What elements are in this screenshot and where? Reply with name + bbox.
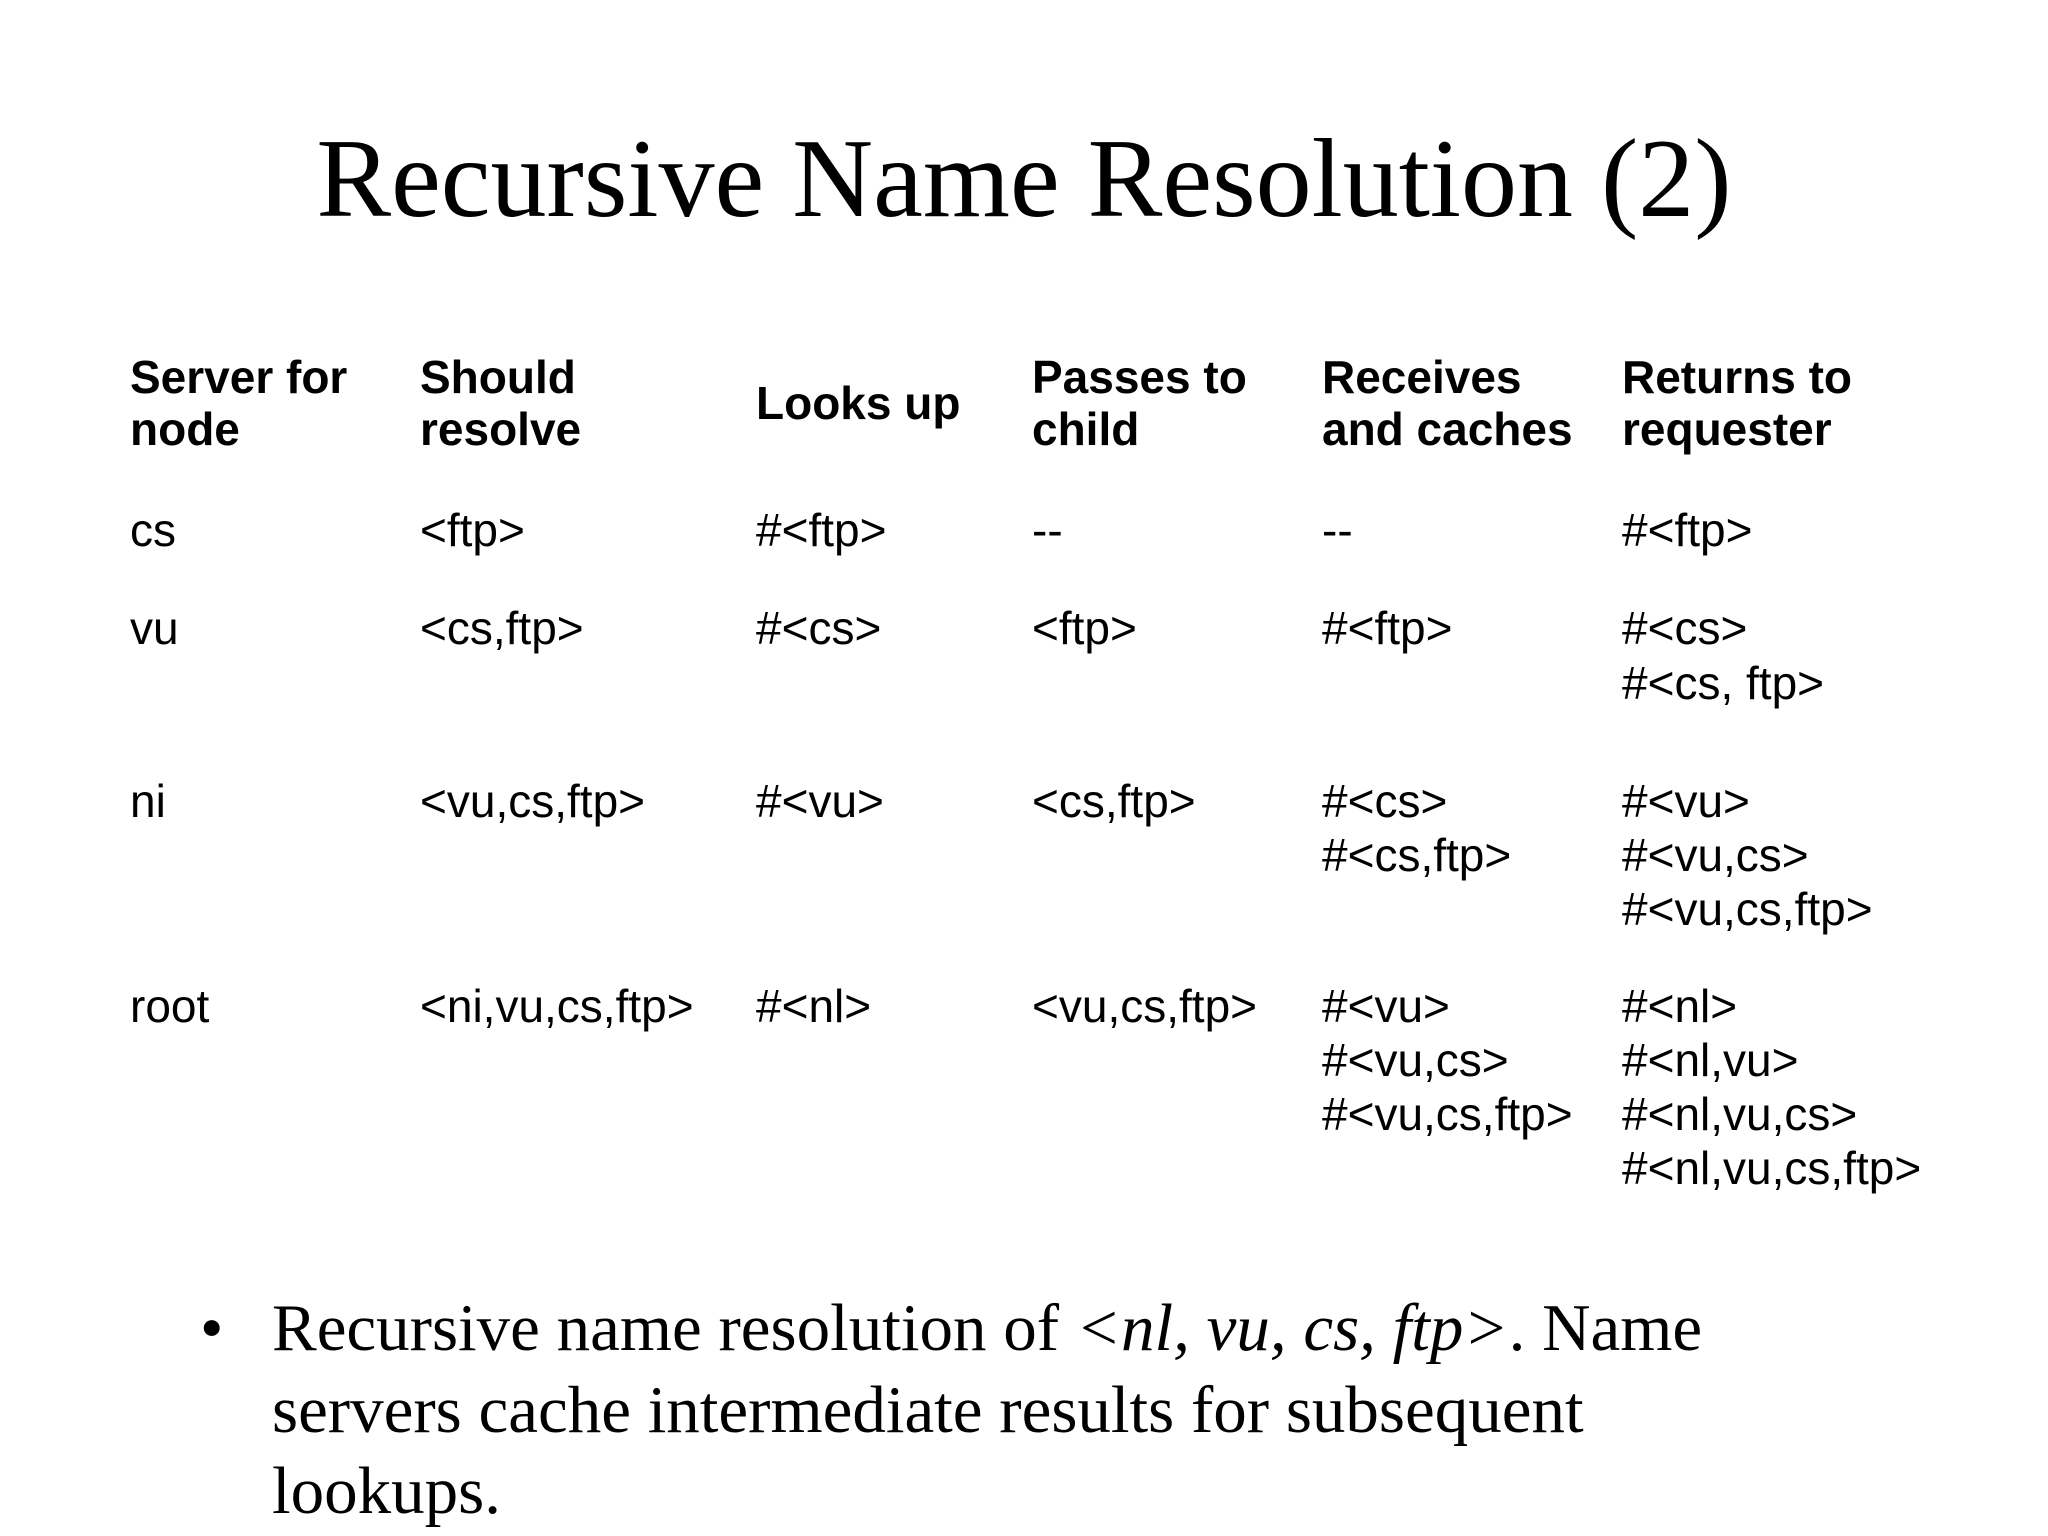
cell-vu-returns-to-requester: #<cs>#<cs, ftp>: [1622, 601, 1930, 710]
cell-line: #<ftp>: [1622, 504, 1753, 557]
cell-line: #<nl>: [1622, 979, 1738, 1032]
header-line: Passes to: [1032, 351, 1247, 403]
header-line: Receives: [1322, 351, 1522, 403]
header-line: Looks up: [756, 376, 961, 429]
bullet-marker: •: [200, 1291, 224, 1365]
cell-root-should-resolve: <ni,vu,cs,ftp>: [420, 979, 756, 1033]
cell-line: #<cs, ftp>: [1622, 656, 1825, 709]
cell-line: #<cs>: [1322, 774, 1448, 827]
cell-line: cs: [130, 504, 176, 557]
cell-line: vu: [130, 602, 179, 655]
cell-line: #<ftp>: [1322, 602, 1453, 655]
cell-cs-server-for-node: cs: [130, 503, 420, 557]
header-line: Server for: [130, 351, 348, 403]
cell-line: #<ftp>: [756, 504, 887, 557]
header-line: and caches: [1322, 402, 1573, 455]
cell-line: #<vu,cs,ftp>: [1622, 883, 1873, 936]
cell-line: #<cs>: [756, 602, 882, 655]
table-row-vu: vu<cs,ftp>#<cs><ftp>#<ftp>#<cs>#<cs, ftp…: [130, 601, 1930, 710]
cell-ni-receives-and-caches: #<cs>#<cs,ftp>: [1322, 774, 1622, 883]
bullet-text-segment: . Name servers cache intermediate result…: [272, 1291, 1703, 1529]
cell-line: <cs,ftp>: [420, 602, 584, 655]
cell-line: #<cs,ftp>: [1322, 829, 1512, 882]
header-line: requester: [1622, 402, 1832, 455]
cell-cs-looks-up: #<ftp>: [756, 503, 1032, 557]
cell-ni-server-for-node: ni: [130, 774, 420, 828]
cell-line: #<nl>: [756, 979, 872, 1032]
cell-root-receives-and-caches: #<vu>#<vu,cs>#<vu,cs,ftp>: [1322, 979, 1622, 1142]
cell-vu-receives-and-caches: #<ftp>: [1322, 601, 1622, 655]
cell-line: #<vu,cs,ftp>: [1322, 1088, 1573, 1141]
cell-vu-looks-up: #<cs>: [756, 601, 1032, 655]
cell-line: #<vu>: [1622, 774, 1750, 827]
cell-line: --: [1032, 504, 1063, 557]
cell-line: --: [1322, 504, 1353, 557]
slide-title: Recursive Name Resolution (2): [316, 117, 1732, 241]
header-line: node: [130, 402, 240, 455]
header-line: Should: [420, 351, 576, 403]
cell-line: #<nl,vu,cs>: [1622, 1088, 1858, 1141]
cell-line: #<vu,cs>: [1322, 1033, 1509, 1086]
cell-root-returns-to-requester: #<nl>#<nl,vu>#<nl,vu,cs>#<nl,vu,cs,ftp>: [1622, 979, 1930, 1196]
header-line: Returns to: [1622, 351, 1852, 403]
table-row-root: root<ni,vu,cs,ftp>#<nl><vu,cs,ftp>#<vu>#…: [130, 979, 1930, 1196]
bullet-text-segment: Recursive name resolution of: [272, 1291, 1076, 1365]
cell-line: ni: [130, 774, 166, 827]
cell-root-passes-to-child: <vu,cs,ftp>: [1032, 979, 1322, 1033]
cell-line: #<vu,cs>: [1622, 829, 1809, 882]
cell-line: #<vu>: [756, 774, 884, 827]
cell-line: <vu,cs,ftp>: [1032, 979, 1258, 1032]
bullet-text: Recursive name resolution of <nl, vu, cs…: [272, 1288, 1760, 1533]
cell-line: #<cs>: [1622, 602, 1748, 655]
cell-vu-server-for-node: vu: [130, 601, 420, 655]
cell-line: root: [130, 979, 210, 1032]
cell-cs-should-resolve: <ftp>: [420, 503, 756, 557]
header-looks-up: Looks up: [756, 376, 1032, 430]
bullet-text-italic-segment: <nl, vu, cs, ftp>: [1075, 1291, 1509, 1365]
cell-ni-looks-up: #<vu>: [756, 774, 1032, 828]
cell-line: <cs,ftp>: [1032, 774, 1196, 827]
header-line: resolve: [420, 402, 582, 455]
cell-root-looks-up: #<nl>: [756, 979, 1032, 1033]
cell-vu-passes-to-child: <ftp>: [1032, 601, 1322, 655]
cell-line: #<nl,vu,cs,ftp>: [1622, 1142, 1922, 1195]
cell-vu-should-resolve: <cs,ftp>: [420, 601, 756, 655]
cell-line: <ni,vu,cs,ftp>: [420, 979, 694, 1032]
cell-root-server-for-node: root: [130, 979, 420, 1033]
table-row-cs: cs <ftp> #<ftp> -- -- #<ftp>: [130, 503, 1930, 557]
cell-line: <ftp>: [420, 504, 525, 557]
cell-line: #<nl,vu>: [1622, 1033, 1799, 1086]
cell-ni-returns-to-requester: #<vu>#<vu,cs>#<vu,cs,ftp>: [1622, 774, 1930, 937]
cell-ni-should-resolve: <vu,cs,ftp>: [420, 774, 756, 828]
cell-ni-passes-to-child: <cs,ftp>: [1032, 774, 1322, 828]
bullet-item: • Recursive name resolution of <nl, vu, …: [200, 1288, 1760, 1533]
cell-cs-passes-to-child: --: [1032, 503, 1322, 557]
table-row-ni: ni <vu,cs,ftp> #<vu> <cs,ftp> #<cs>#<cs,ftp>…: [130, 774, 1930, 937]
cell-line: #<vu>: [1322, 979, 1450, 1032]
cell-line: <vu,cs,ftp>: [420, 774, 646, 827]
cell-cs-returns-to-requester: #<ftp>: [1622, 503, 1930, 557]
cell-line: <ftp>: [1032, 602, 1137, 655]
cell-cs-receives-and-caches: --: [1322, 503, 1622, 557]
header-line: child: [1032, 402, 1140, 455]
